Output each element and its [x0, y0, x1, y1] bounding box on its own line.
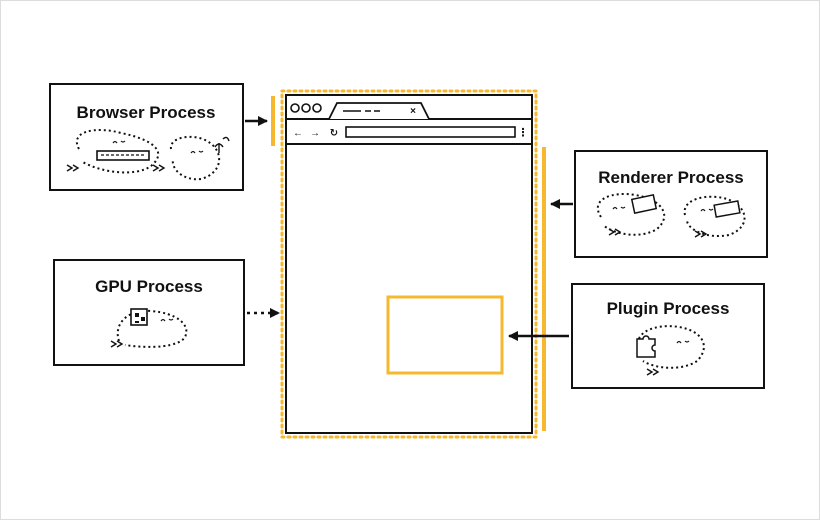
puzzle-piece-icon	[636, 335, 656, 358]
browser-window-highlight	[280, 89, 538, 439]
gpu-process-box: GPU Process	[53, 259, 245, 366]
plugin-process-label: Plugin Process	[607, 299, 730, 318]
forward-arrow-icon[interactable]: →	[310, 128, 320, 139]
browser-window: × ← → ↻ ⋮	[280, 89, 538, 439]
renderer-process-illustration	[596, 193, 746, 238]
menu-icon[interactable]: ⋮	[518, 127, 529, 139]
browser-process-label: Browser Process	[77, 103, 216, 122]
back-arrow-icon[interactable]: ←	[293, 128, 303, 139]
gpu-process-illustration	[110, 308, 188, 348]
reload-icon[interactable]: ↻	[330, 128, 338, 139]
plugin-process-illustration	[636, 325, 705, 376]
gpu-process-label: GPU Process	[95, 277, 203, 296]
renderer-process-box: Renderer Process	[574, 150, 768, 258]
tab-close-icon[interactable]: ×	[410, 106, 416, 117]
canvas-easel-icon	[713, 200, 741, 218]
browser-process-illustration	[66, 129, 230, 181]
window-minimize-dot[interactable]	[301, 103, 311, 113]
plugin-content-area	[386, 295, 504, 375]
network-antenna-icon	[214, 136, 230, 153]
browser-tab[interactable]: ×	[328, 102, 430, 120]
address-bar[interactable]	[345, 126, 516, 138]
window-maximize-dot[interactable]	[312, 103, 322, 113]
browser-process-box: Browser Process	[49, 83, 244, 191]
renderer-process-label: Renderer Process	[598, 168, 744, 187]
window-close-dot[interactable]	[290, 103, 300, 113]
browser-window-outline	[285, 94, 533, 434]
html-document-icon	[630, 193, 658, 215]
plugin-process-box: Plugin Process	[571, 283, 765, 389]
